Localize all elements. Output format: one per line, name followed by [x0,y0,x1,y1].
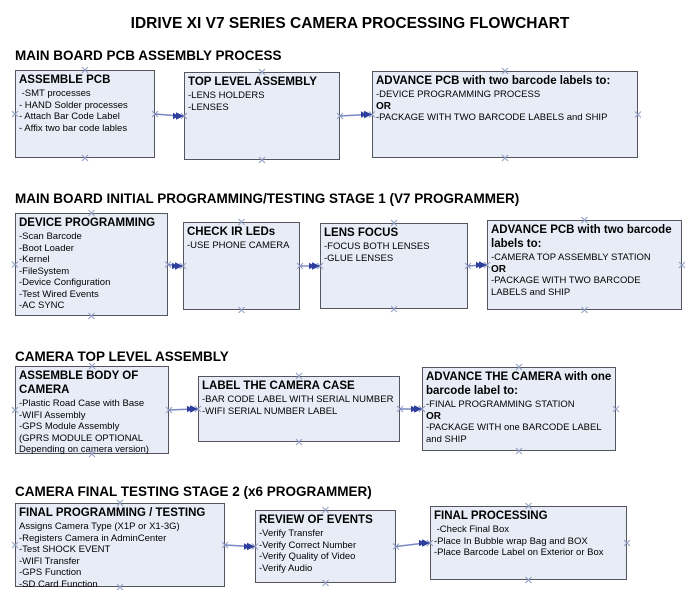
box-line: -AC SYNC [19,300,65,311]
flow-box-device-programming: DEVICE PROGRAMMING -Scan Barcode-Boot Lo… [15,213,168,316]
flow-box-advance-pcb-stage1: ADVANCE PCB with two barcode labels to: … [487,220,682,310]
box-line: - HAND Solder processes [19,99,128,111]
box-title: ADVANCE PCB with two barcode labels to: [376,75,611,87]
box-title: ADVANCE PCB with two barcode labels to: [491,224,672,250]
box-line: -Place In Bubble wrap Bag and BOX [434,535,588,547]
section-heading-initial-programming: MAIN BOARD INITIAL PROGRAMMING/TESTING S… [15,191,520,206]
box-lines: -Check Final Box-Place In Bubble wrap Ba… [434,524,623,559]
box-line: -Boot Loader [19,242,74,254]
box-line: -Verify Quality of Video [259,551,356,562]
box-title: ASSEMBLE PCB [19,74,111,86]
box-title: LENS FOCUS [324,227,399,239]
box-lines: -SMT processes- HAND Solder processes- A… [19,88,151,134]
flow-box-advance-camera: ADVANCE THE CAMERA with one barcode labe… [422,367,616,451]
box-line: -Registers Camera in AdminCenter [19,532,167,544]
box-line: - Attach Bar Code Label [19,111,120,122]
box-lines: -Plastic Road Case with Base-WIFI Assemb… [19,398,165,456]
box-line: -WIFI Assembly [19,409,86,421]
box-line: -Verify Audio [259,562,313,574]
box-line: -Scan Barcode [19,231,82,242]
flow-box-final-processing: FINAL PROCESSING -Check Final Box-Place … [430,506,627,580]
box-line: -CAMERA TOP ASSEMBLY STATION [491,252,651,263]
box-line: Depending on camera version) [19,444,149,455]
box-line: -FileSystem [19,265,70,277]
flow-box-assemble-pcb: ASSEMBLE PCB -SMT processes- HAND Solder… [15,70,155,158]
box-line: (GPRS MODULE OPTIONAL [19,432,144,444]
flow-box-advance-pcb-or-ship: ADVANCE PCB with two barcode labels to: … [372,71,638,158]
flow-arrow [167,262,183,270]
box-line: -WIFI Transfer [19,555,80,567]
box-line: -Kernel [19,254,50,265]
box-title: ADVANCE THE CAMERA with one barcode labe… [426,371,612,397]
section-heading-camera-top-assembly: CAMERA TOP LEVEL ASSEMBLY [15,349,229,364]
box-line: -SMT processes [19,88,91,99]
box-line: -Device Configuration [19,277,111,288]
page-title: IDRIVE XI V7 SERIES CAMERA PROCESSING FL… [130,15,570,32]
box-line: Assigns Camera Type (X1P or X1-3G) [19,521,180,532]
box-line: -SD Card Function [19,578,98,590]
flow-arrow [400,405,422,413]
box-title: FINAL PROGRAMMING / TESTING [19,507,206,519]
box-line: -PACKAGE WITH TWO BARCODE LABELS and SHI… [491,275,644,298]
box-title: TOP LEVEL ASSEMBLY [188,76,317,88]
box-title: REVIEW OF EVENTS [259,514,373,526]
flow-box-label-camera-case: LABEL THE CAMERA CASE -BAR CODE LABEL WI… [198,376,400,442]
box-lines: -FOCUS BOTH LENSES-GLUE LENSES [324,241,464,264]
box-line: -FINAL PROGRAMMING STATION [426,399,575,410]
box-line: -WIFI SERIAL NUMBER LABEL [202,405,338,417]
box-line: -Verify Transfer [259,528,324,539]
box-line: -GPS Function [19,567,82,578]
box-line: -PACKAGE WITH one BARCODE LABEL and SHIP [426,422,604,445]
box-lines: Assigns Camera Type (X1P or X1-3G)-Regis… [19,521,221,590]
flow-box-review-of-events: REVIEW OF EVENTS -Verify Transfer-Verify… [255,510,396,583]
box-line: -Place Barcode Label on Exterior or Box [434,547,604,558]
box-line: -Plastic Road Case with Base [19,398,145,409]
box-line: -Check Final Box [434,524,509,535]
box-line: -Test SHOCK EVENT [19,544,111,555]
box-line: -GPS Module Assembly [19,421,120,432]
box-lines: -LENS HOLDERS-LENSES [188,90,336,113]
box-line: -DEVICE PROGRAMMING PROCESS [376,89,541,100]
box-lines: -USE PHONE CAMERA [187,240,296,252]
flow-arrow [168,405,198,413]
box-line: -BAR CODE LABEL WITH SERIAL NUMBER [202,394,394,405]
flow-box-top-level-assembly: TOP LEVEL ASSEMBLY -LENS HOLDERS-LENSES [184,72,340,160]
flow-box-assemble-body-of-camera: ASSEMBLE BODY OF CAMERA -Plastic Road Ca… [15,366,169,456]
box-lines: -Scan Barcode-Boot Loader-Kernel-FileSys… [19,231,164,312]
box-line: -PACKAGE WITH TWO BARCODE LABELS and SHI… [376,112,608,123]
flow-box-lens-focus: LENS FOCUS -FOCUS BOTH LENSES-GLUE LENSE… [320,223,468,309]
box-line: -FOCUS BOTH LENSES [324,241,430,252]
flow-arrow [339,110,372,119]
flow-arrow [224,542,255,551]
section-heading-final-testing: CAMERA FINAL TESTING STAGE 2 (x6 PROGRAM… [15,484,372,499]
box-line: -LENSES [188,101,229,113]
flow-arrow [300,262,320,270]
box-title: FINAL PROCESSING [434,510,548,522]
box-title: DEVICE PROGRAMMING [19,217,156,229]
box-title: CHECK IR LEDs [187,226,276,238]
flow-arrow [395,539,430,548]
box-line: -Test Wired Events [19,288,99,300]
box-line: -LENS HOLDERS [188,90,265,101]
box-line: OR [491,263,506,275]
box-line: -USE PHONE CAMERA [187,240,290,251]
section-heading-pcb-assembly: MAIN BOARD PCB ASSEMBLY PROCESS [15,48,282,63]
flow-arrow [154,112,184,120]
box-line: -Verify Correct Number [259,539,357,551]
box-lines: -Verify Transfer-Verify Correct Number-V… [259,528,392,574]
box-line: -GLUE LENSES [324,252,394,264]
box-title: LABEL THE CAMERA CASE [202,380,355,392]
box-title: ASSEMBLE BODY OF CAMERA [19,370,139,396]
flow-arrow [467,261,487,269]
box-lines: -BAR CODE LABEL WITH SERIAL NUMBER-WIFI … [202,394,396,417]
flow-box-final-programming-testing: FINAL PROGRAMMING / TESTING Assigns Came… [15,503,225,590]
box-line: OR [376,100,391,112]
flow-box-check-ir-leds: CHECK IR LEDs -USE PHONE CAMERA [183,222,300,310]
box-line: - Affix two bar code lables [19,122,128,134]
box-line: OR [426,410,441,422]
